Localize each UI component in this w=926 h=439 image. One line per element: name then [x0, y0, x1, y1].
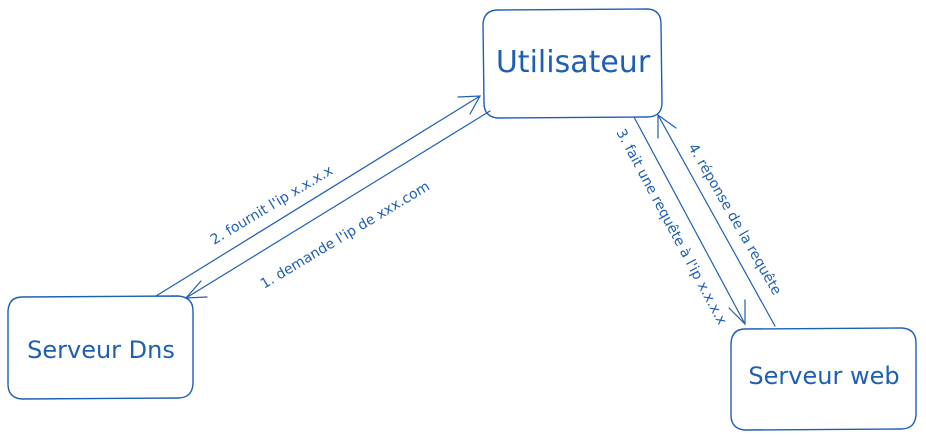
node-user-label: Utilisateur [496, 45, 651, 80]
node-web-label: Serveur web [748, 362, 899, 390]
edge-1: 1. demande l'ip de xxx.com [184, 110, 491, 299]
edge-1-arrowhead [184, 280, 208, 299]
node-web: Serveur web [730, 327, 917, 431]
node-dns: Serveur Dns [7, 295, 194, 400]
edge-4-line [657, 114, 776, 327]
edge-2: 2. fournit l'ip x.x.x.x [155, 95, 482, 297]
edge-3: 3. fait une requête à l'ip x.x.x.x [612, 116, 746, 328]
edge-3-line [633, 116, 746, 325]
edge-2-label: 2. fournit l'ip x.x.x.x [208, 163, 336, 249]
edge-3-arrowhead [728, 299, 746, 326]
edge-2-arrowhead [457, 95, 482, 115]
edge-2-line [155, 95, 481, 297]
edge-3-label: 3. fait une requête à l'ip x.x.x.x [612, 126, 729, 327]
edge-4-arrowhead [657, 113, 677, 139]
node-web-box [730, 327, 917, 431]
edge-1-line [185, 110, 491, 299]
node-dns-label: Serveur Dns [27, 336, 175, 364]
node-dns-box [7, 295, 194, 400]
node-user-box [482, 8, 663, 119]
node-user: Utilisateur [482, 8, 663, 119]
